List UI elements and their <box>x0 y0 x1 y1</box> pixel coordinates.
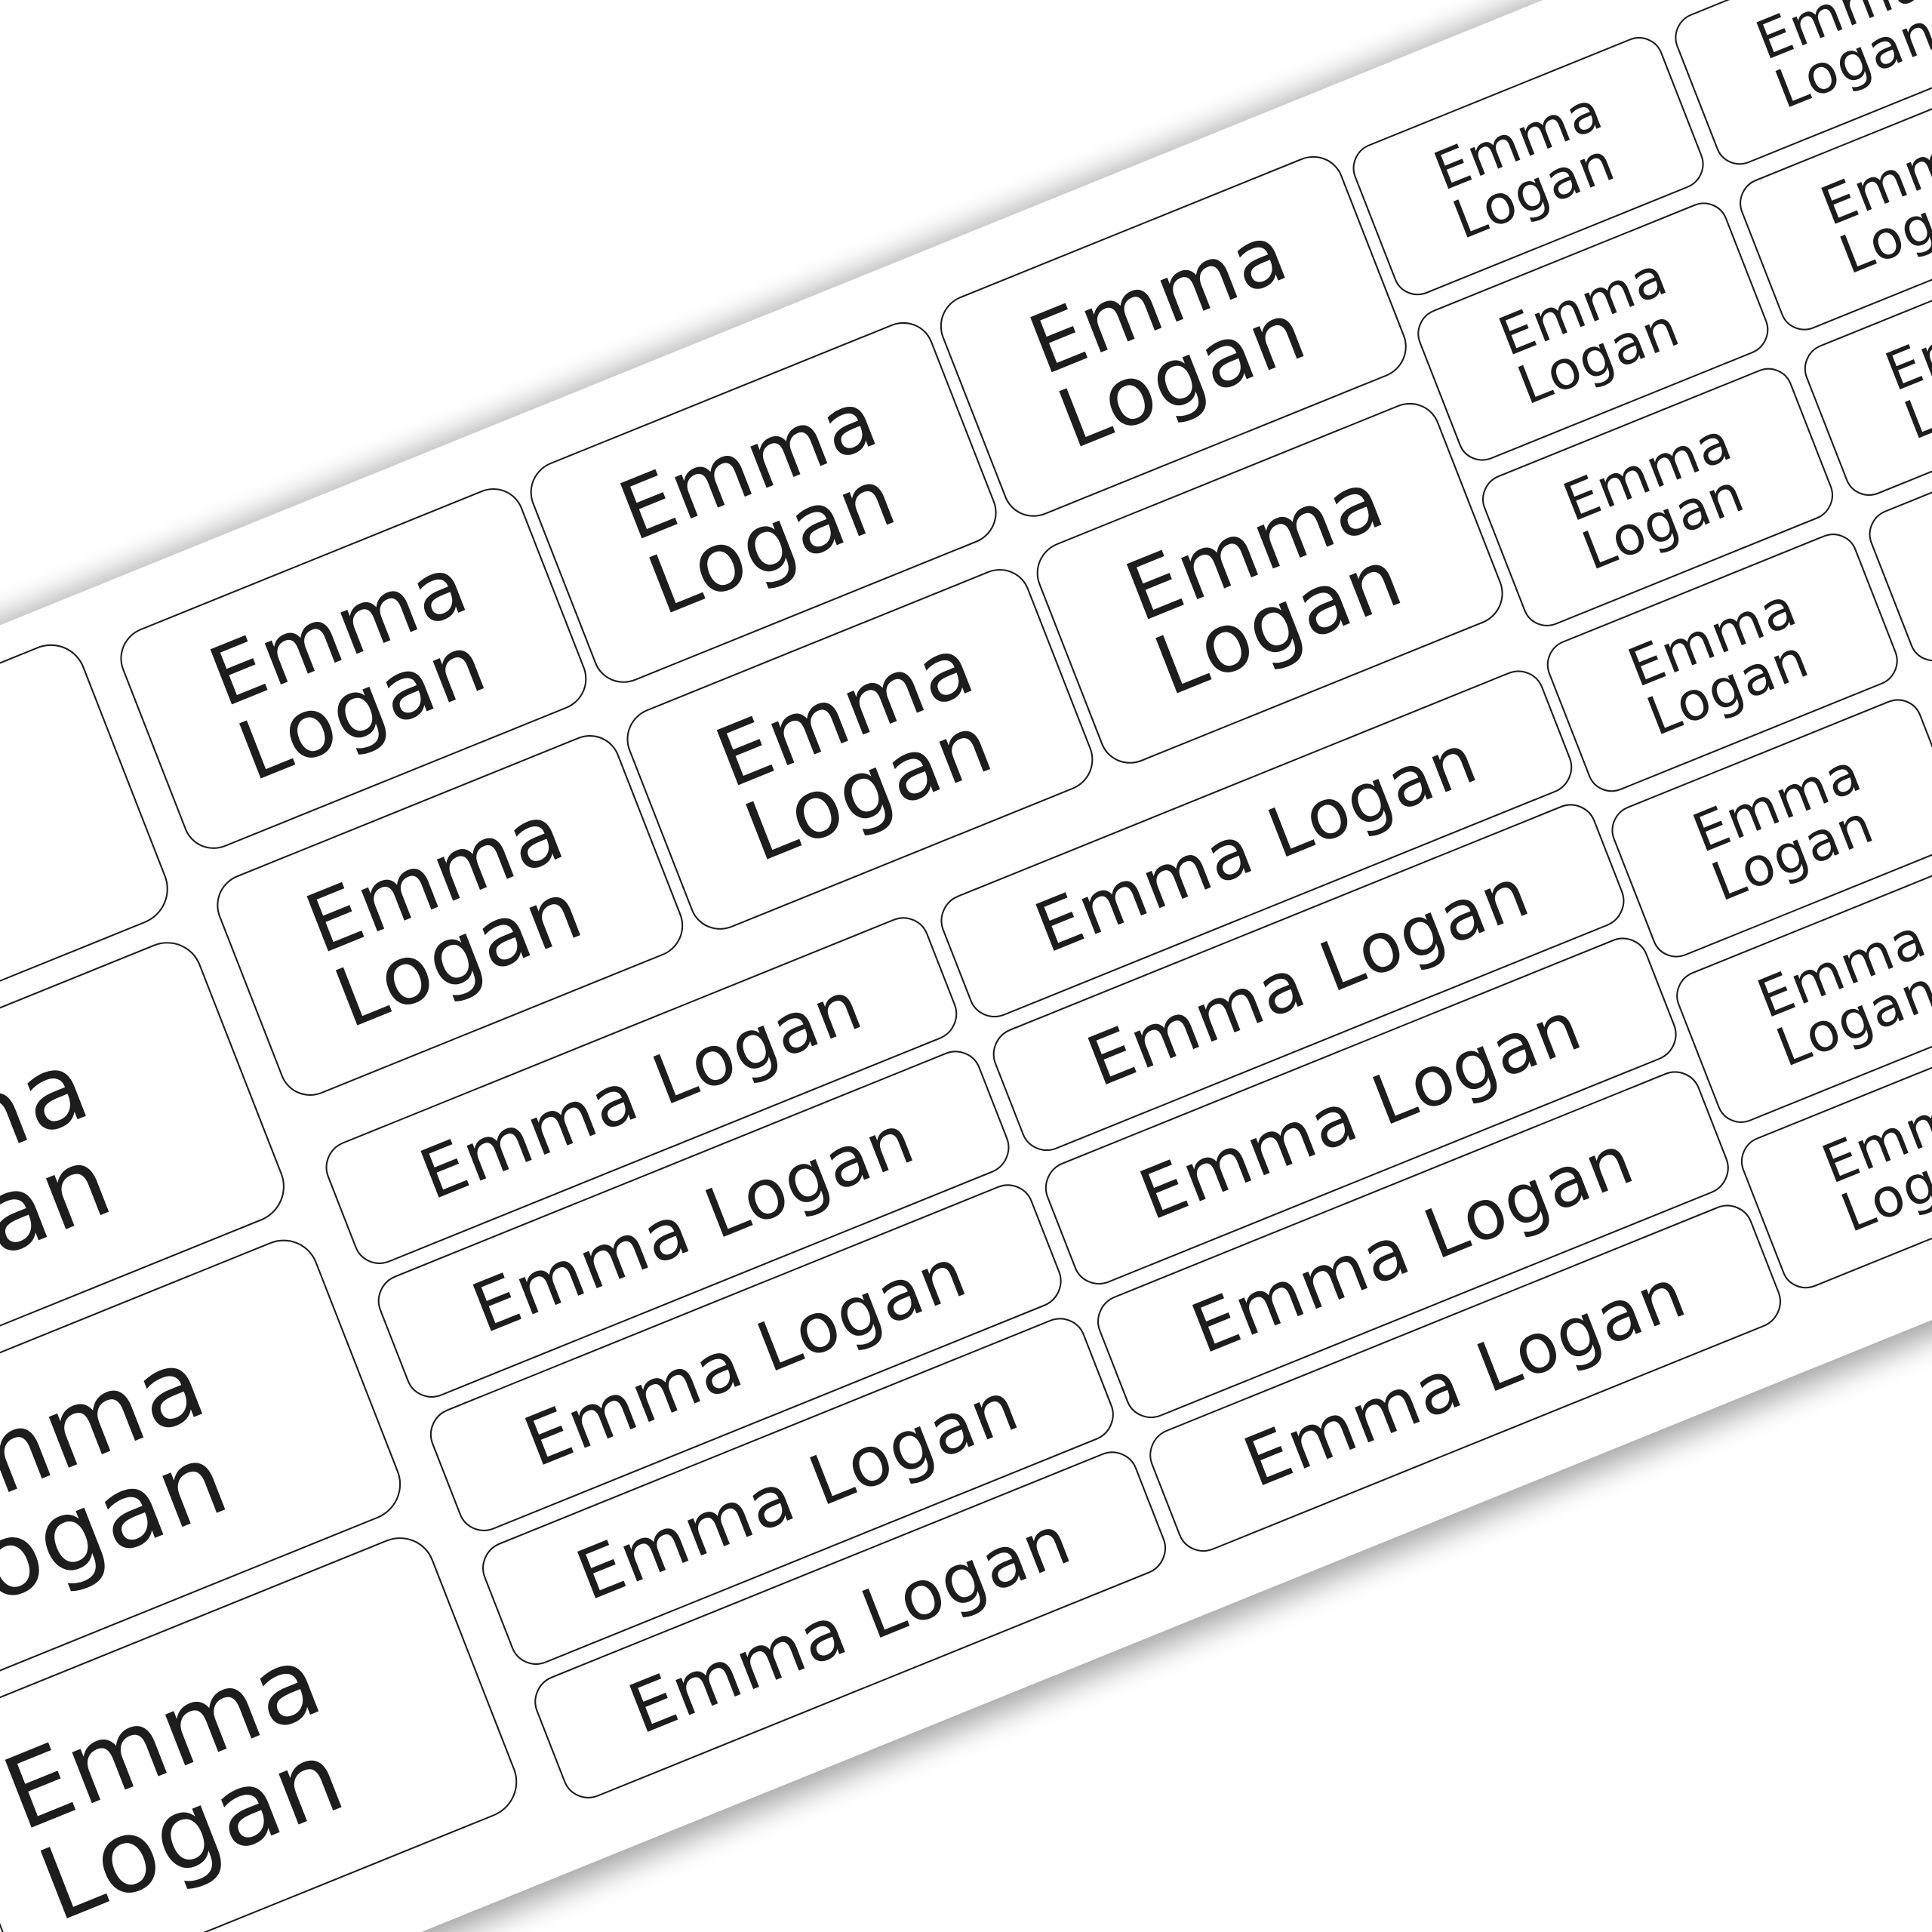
label-name-text: Emma Logan <box>1491 245 1688 417</box>
label-name-text: Emma Logan <box>1555 411 1753 583</box>
label-name-text: Emma Logan <box>1749 907 1932 1079</box>
label-name-text: Emma Logan <box>1748 0 1932 122</box>
label-name-text: Emma Logan <box>1426 79 1623 252</box>
label-name-text: Emma Logan <box>1684 741 1882 914</box>
label-name-text: Emma Logan <box>1620 576 1818 749</box>
label-name-text: Emma Logan <box>0 1620 361 1932</box>
